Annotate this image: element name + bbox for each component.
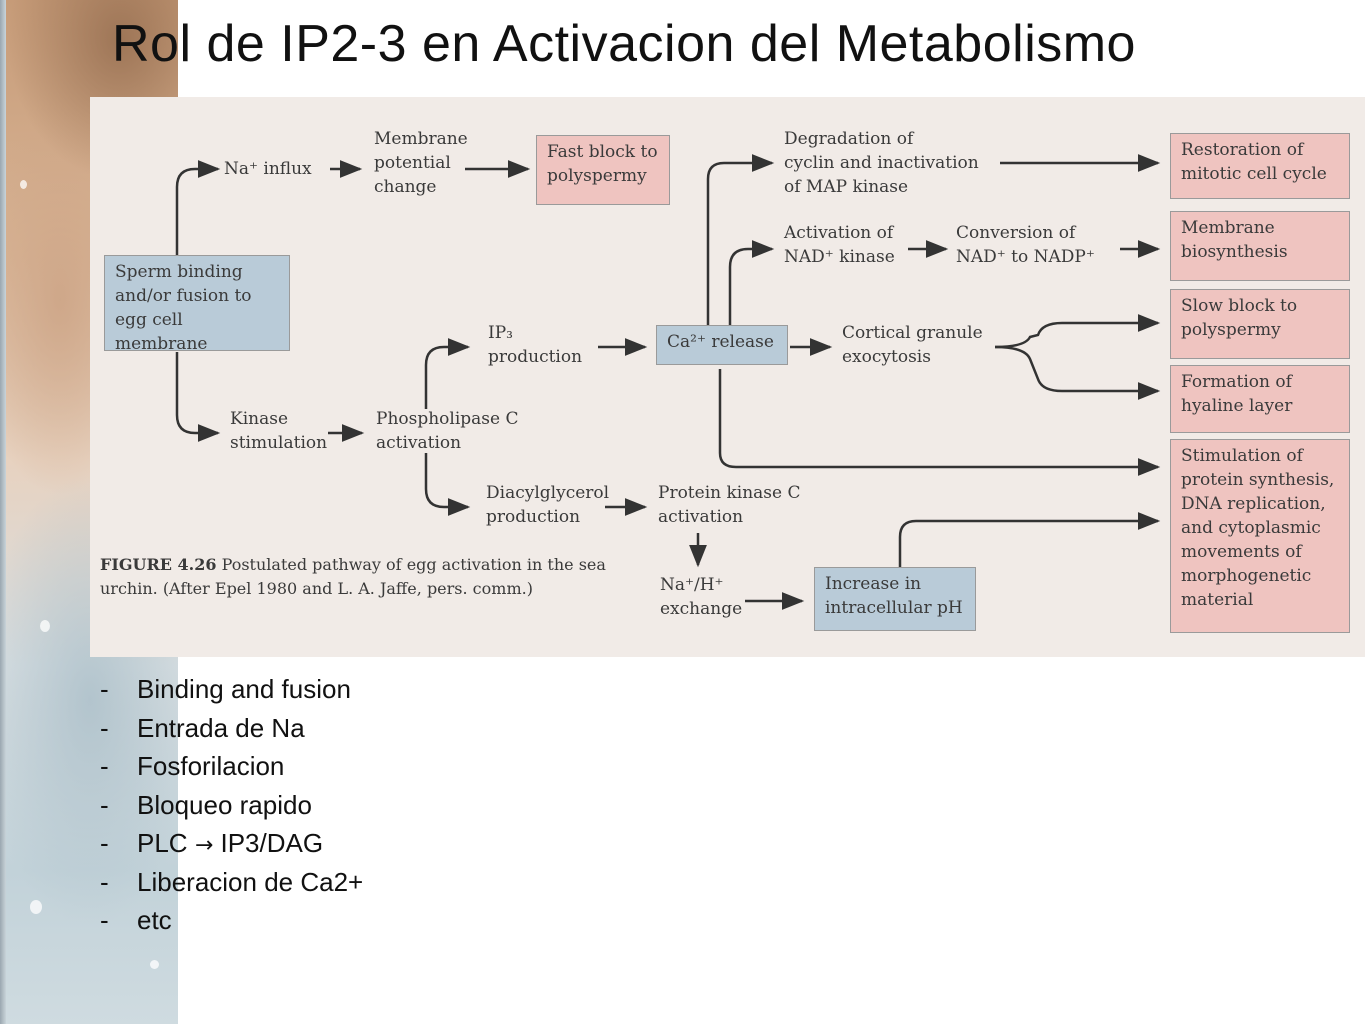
plc-label: PLC xyxy=(137,828,195,858)
arrow-sperm-to-na xyxy=(175,160,221,255)
bubble xyxy=(30,900,42,914)
caption-label: FIGURE 4.26 xyxy=(100,555,217,574)
bullet-text: Entrada de Na xyxy=(137,712,305,743)
node-stimulation: Stimulation of protein synthesis, DNA re… xyxy=(1170,439,1350,633)
bullet-marker: - xyxy=(100,712,109,743)
pathway-figure: Sperm binding and/or fusion to egg cell … xyxy=(90,97,1365,657)
node-plc-activation: Phospholipase C activation xyxy=(376,409,519,453)
ip3-dag-label: IP3/DAG xyxy=(213,828,324,858)
node-slow-block: Slow block to polyspermy xyxy=(1170,289,1350,359)
list-item: -etc xyxy=(100,903,363,942)
bullet-marker: - xyxy=(100,751,109,781)
arrow-ca-to-nad xyxy=(728,240,775,325)
node-sperm-binding: Sperm binding and/or fusion to egg cell … xyxy=(104,255,290,354)
node-ca-release: Ca²⁺ release xyxy=(656,325,788,365)
bullet-text: Bloqueo rapido xyxy=(137,789,312,820)
node-membrane-potential: Membrane potential change xyxy=(374,129,468,197)
node-degradation: Degradation of cyclin and inactivation o… xyxy=(784,129,979,197)
node-pkc-activation: Protein kinase C activation xyxy=(658,483,801,527)
node-na-influx: Na⁺ influx xyxy=(224,159,312,179)
node-ip3-production: IP₃ production xyxy=(488,323,583,367)
caption-text: Postulated pathway of egg activation in … xyxy=(100,555,606,598)
bullet-text: Binding and fusion xyxy=(137,674,351,704)
arrow-cortical-to-hyaline xyxy=(994,345,1161,400)
list-item: -Liberacion de Ca2+ xyxy=(100,865,363,904)
pathway-arrows xyxy=(175,154,1161,610)
list-item: -Fosforilacion xyxy=(100,749,363,788)
node-na-h-exchange: Na⁺/H⁺ exchange xyxy=(660,575,743,619)
bullet-marker: - xyxy=(100,828,109,858)
node-ph-increase: Increase in intracellular pH xyxy=(814,567,976,631)
node-dag-production: Diacylglycerol production xyxy=(486,483,610,527)
arrow-sperm-to-kinase xyxy=(175,352,221,442)
list-item: -Bloqueo rapido xyxy=(100,788,363,827)
node-hyaline: Formation of hyaline layer xyxy=(1170,365,1350,433)
bullet-text: etc xyxy=(137,905,172,935)
arrow-cortical-to-slowblock xyxy=(994,314,1161,349)
bullet-marker: - xyxy=(100,905,109,935)
slide-title: Rol de IP2-3 en Activacion del Metabolis… xyxy=(112,15,1136,73)
bubble xyxy=(20,180,27,189)
figure-caption: FIGURE 4.26 Postulated pathway of egg ac… xyxy=(100,553,640,601)
arrow-plc-to-dag xyxy=(424,453,471,516)
node-nad-kinase: Activation of NAD⁺ kinase xyxy=(784,223,895,267)
slide-edge xyxy=(0,0,6,1024)
list-item: -Entrada de Na xyxy=(100,711,363,750)
right-arrow-icon: → xyxy=(194,833,214,858)
arrow-ca-to-stimulation xyxy=(718,369,1161,476)
bullet-marker: - xyxy=(100,674,109,704)
bullet-list: -Binding and fusion -Entrada de Na -Fosf… xyxy=(100,672,363,942)
arrow-ca-to-degradation xyxy=(706,154,775,325)
arrow-plc-to-ip3 xyxy=(424,338,471,409)
node-kinase-stimulation: Kinase stimulation xyxy=(230,409,328,453)
bullet-marker: - xyxy=(100,789,109,820)
node-conversion: Conversion of NAD⁺ to NADP⁺ xyxy=(956,223,1095,267)
bubble xyxy=(150,960,159,969)
bullet-text: Fosforilacion xyxy=(137,751,285,781)
node-restoration: Restoration of mitotic cell cycle xyxy=(1170,133,1350,199)
list-item: -Binding and fusion xyxy=(100,672,363,711)
bullet-text-plc: PLC → IP3/DAG xyxy=(137,828,323,858)
bullet-marker: - xyxy=(100,866,109,897)
arrow-ph-to-stimulation xyxy=(898,512,1161,567)
bullet-text: Liberacion de Ca2+ xyxy=(137,866,364,897)
list-item: -PLC → IP3/DAG xyxy=(100,826,363,865)
node-cortical-granule: Cortical granule exocytosis xyxy=(842,323,983,367)
node-fast-block: Fast block to polyspermy xyxy=(536,135,670,205)
node-membrane-biosynthesis: Membrane biosynthesis xyxy=(1170,211,1350,281)
bubble xyxy=(40,620,50,632)
